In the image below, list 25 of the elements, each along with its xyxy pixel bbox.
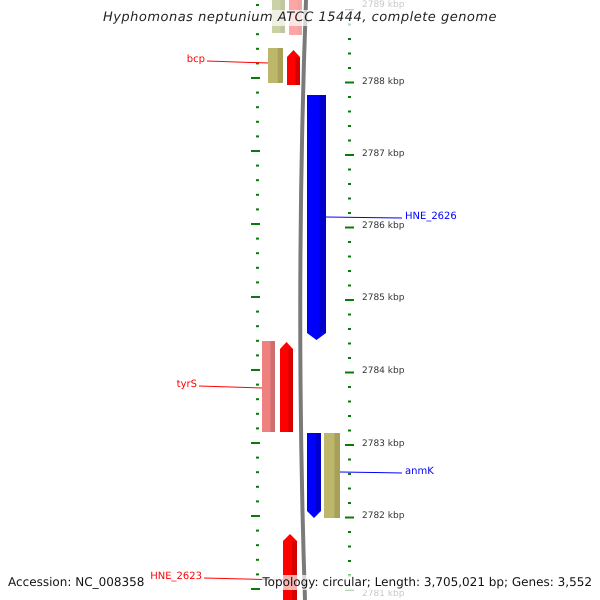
leader-line [198,386,262,388]
gene-label: HNE_2623 [150,571,202,582]
gene-block [307,95,326,340]
gene-label: HNE_2626 [405,211,457,222]
tick-label: 2783 kbp [362,439,404,450]
tick-label: 2784 kbp [362,366,404,377]
leader-line [326,216,402,218]
tick-label: 2787 kbp [362,149,404,160]
leader-line [206,60,268,64]
tick-label: 2782 kbp [362,511,404,522]
accession-text: Accession: NC_008358 [8,575,144,590]
leader-line [340,472,402,474]
gene-block [268,48,283,83]
gene-block [324,433,340,518]
gene-label: anmK [405,466,434,477]
tick-label: 2788 kbp [362,77,404,88]
gene-block [280,342,293,432]
tick-label: 2785 kbp [362,293,404,304]
gene-block [307,433,321,518]
tick-label: 2786 kbp [362,221,404,232]
gene-block [262,341,275,432]
gene-block [287,50,300,85]
gene-label: tyrS [176,379,197,390]
genome-info-text: Topology: circular; Length: 3,705,021 bp; Genes: 3,552 [262,575,592,590]
gene-label: bcp [186,54,205,65]
